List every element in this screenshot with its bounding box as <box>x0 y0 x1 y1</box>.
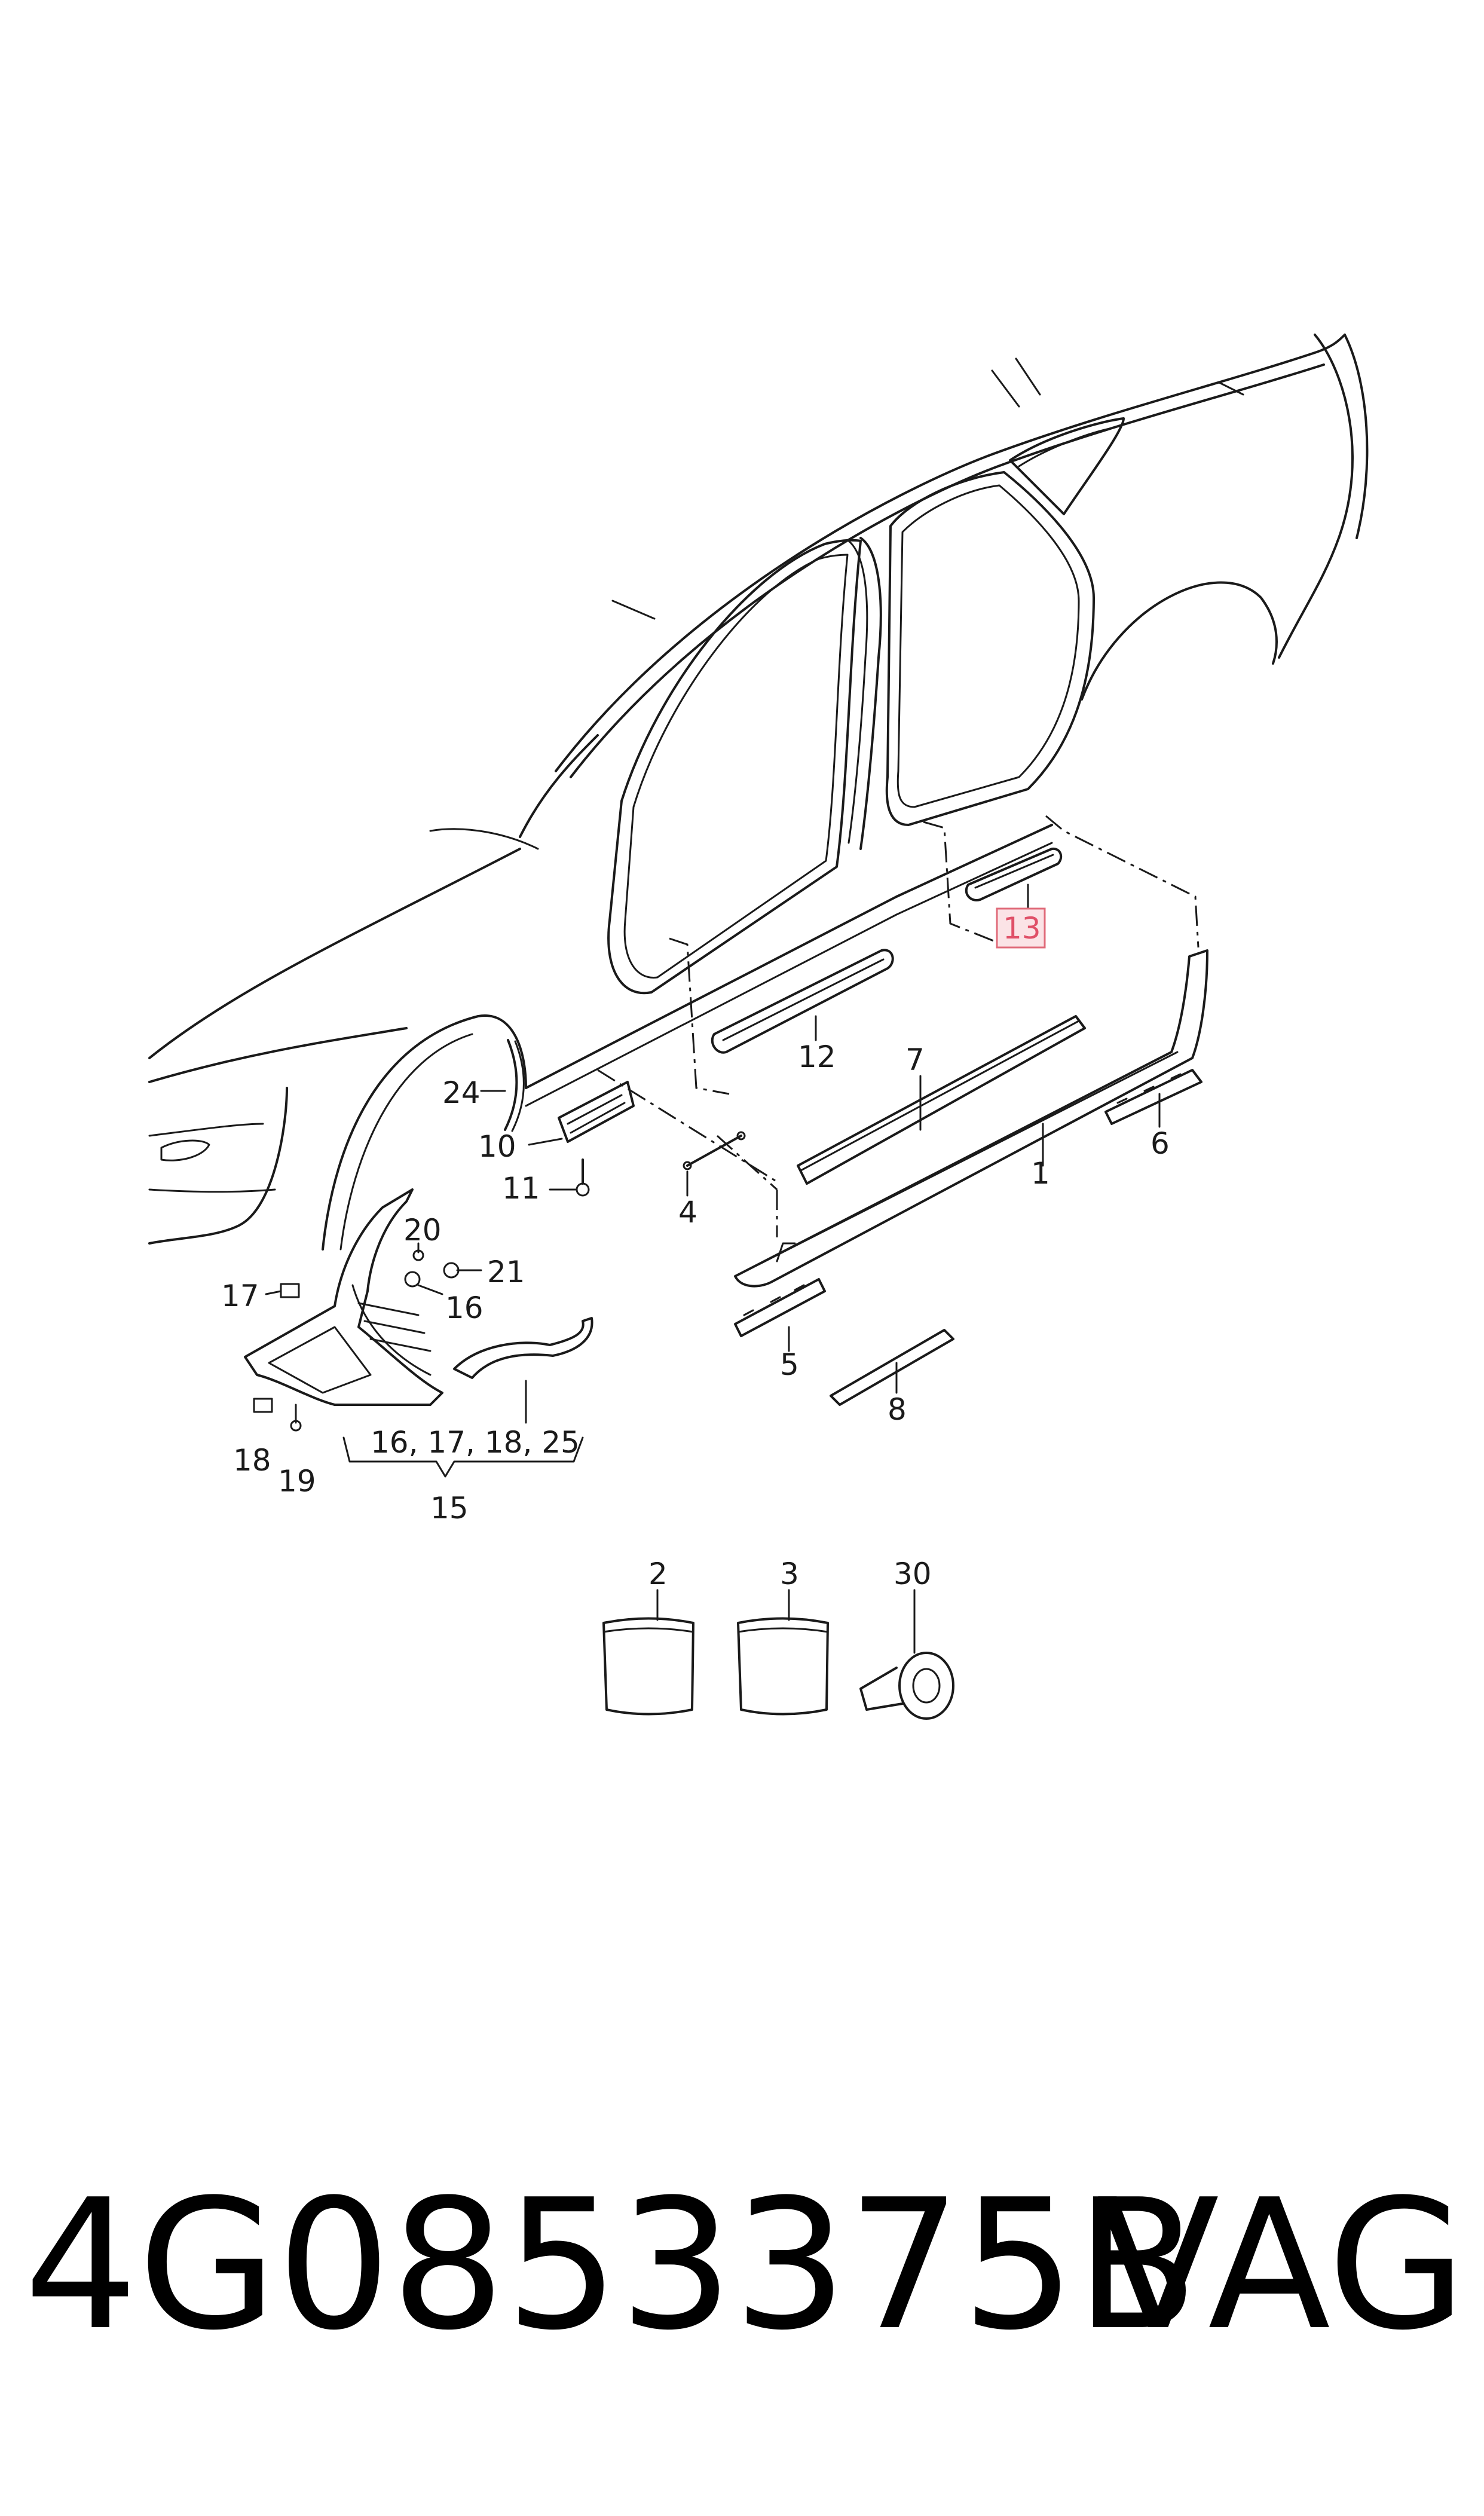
callout-15: 15 <box>430 1491 469 1526</box>
wheel-housing-liner-part-15 <box>244 1188 443 1406</box>
callout-2: 2 <box>648 1557 668 1591</box>
clip-part-4 <box>683 1131 746 1170</box>
callout-30: 30 <box>894 1557 932 1591</box>
callout-19: 19 <box>278 1464 316 1499</box>
end-cap-part-6 <box>1104 1069 1203 1125</box>
small-clips <box>253 1249 460 1432</box>
rear-sill-plate-part-13 <box>965 847 1063 901</box>
car-body-outline <box>148 334 1369 1251</box>
callout-12: 12 <box>798 1040 836 1074</box>
callout-24: 24 <box>442 1075 481 1110</box>
bag-part-2 <box>602 1617 694 1716</box>
seal-part-25 <box>453 1317 593 1379</box>
callout-13-highlight[interactable]: 13 <box>996 907 1046 949</box>
bag-part-3 <box>737 1617 829 1716</box>
trim-strip-part-7 <box>797 1015 1086 1185</box>
callout-16: 16 <box>445 1291 484 1325</box>
callout-4: 4 <box>678 1195 697 1230</box>
callout-17: 17 <box>221 1279 259 1313</box>
callout-20: 20 <box>403 1213 442 1248</box>
front-sill-plate-part-12 <box>711 949 894 1054</box>
callout-18: 18 <box>233 1443 271 1478</box>
callout-10: 10 <box>478 1129 516 1164</box>
callout-11: 11 <box>502 1171 540 1206</box>
callout-13[interactable]: 13 <box>1003 911 1041 946</box>
callout-8: 8 <box>888 1392 907 1427</box>
callout-5: 5 <box>780 1347 799 1382</box>
callout-7: 7 <box>905 1043 925 1077</box>
tape-roll-part-30 <box>859 1652 954 1720</box>
sill-panel-part-1 <box>734 949 1208 1288</box>
callout-6: 6 <box>1151 1126 1170 1161</box>
end-cap-part-5 <box>734 1278 826 1337</box>
seal-part-24 <box>504 1039 525 1132</box>
part-number: 4G0853375B <box>24 2161 1199 2370</box>
callout-group-15: 16, 17, 18, 25 <box>371 1425 580 1460</box>
callout-labels: 1 2 3 4 5 6 7 8 10 11 12 13 15 16 17 18 … <box>221 907 1170 1591</box>
callout-21: 21 <box>487 1255 525 1289</box>
callout-1: 1 <box>1031 1156 1050 1191</box>
screw-part-11 <box>576 1158 590 1197</box>
bracket-part-10 <box>558 1081 635 1143</box>
callout-leaders <box>265 883 1161 1654</box>
protective-foil-part-8 <box>830 1329 954 1406</box>
callout-3: 3 <box>780 1557 799 1591</box>
brand-name: VAG <box>1097 2161 1467 2370</box>
